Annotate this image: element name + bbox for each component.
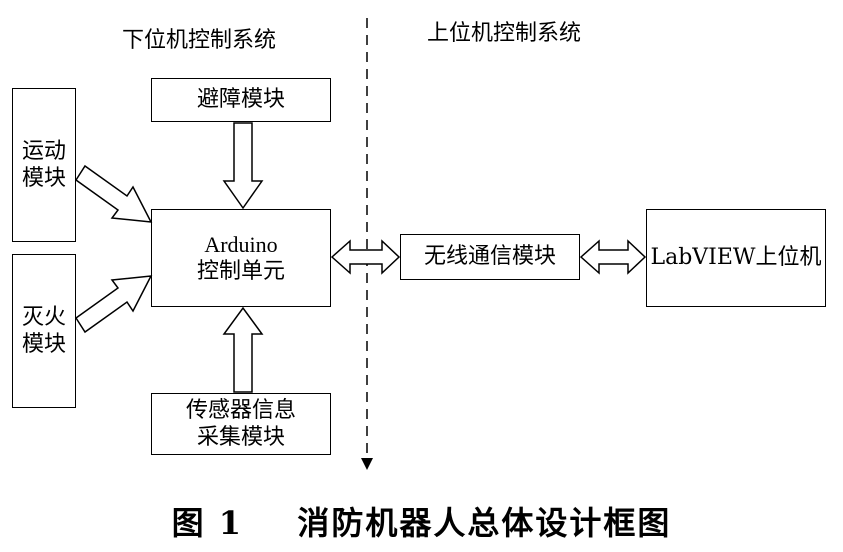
arrow-obstacle-to-arduino — [222, 122, 264, 210]
sensor-label-line2: 采集模块 — [196, 425, 285, 450]
upper-system-label: 上位机控制系统 — [427, 21, 582, 46]
arduino-label-line1: Arduino — [204, 231, 278, 257]
sensor-label-line1: 传感器信息 — [185, 397, 296, 423]
motion-module-label-line2: 模块 — [21, 166, 66, 191]
figure-caption: 图 1 消防机器人总体设计框图 — [0, 498, 843, 544]
figure-number: 图 1 — [171, 504, 244, 542]
fire-module-label-line2: 模块 — [21, 332, 66, 357]
labview-label: LabVIEW上位机 — [650, 245, 822, 271]
arrow-fire-to-arduino — [74, 275, 153, 334]
arrow-arduino-wireless-bidirectional — [330, 239, 401, 275]
figure-title: 消防机器人总体设计框图 — [297, 504, 672, 542]
arduino-label-line2: 控制单元 — [196, 259, 285, 284]
motion-module-label-line1: 运动 — [21, 138, 66, 164]
arrow-wireless-labview-bidirectional — [579, 239, 647, 275]
arduino-control-unit: Arduino 控制单元 — [151, 209, 331, 307]
lower-system-label: 下位机控制系统 — [122, 28, 277, 53]
fire-module-label-line1: 灭火 — [21, 304, 66, 330]
obstacle-avoidance-module: 避障模块 — [151, 78, 331, 122]
wireless-communication-module: 无线通信模块 — [400, 234, 580, 280]
fire-extinguish-module: 灭火 模块 — [12, 254, 76, 408]
labview-host: LabVIEW上位机 — [646, 209, 826, 307]
sensor-acquisition-module: 传感器信息 采集模块 — [151, 393, 331, 455]
motion-module: 运动 模块 — [12, 88, 76, 242]
divider-arrowhead — [361, 458, 373, 470]
arrow-sensor-to-arduino — [222, 306, 264, 393]
obstacle-module-label: 避障模块 — [196, 87, 285, 113]
wireless-module-label: 无线通信模块 — [423, 244, 556, 270]
arrow-motion-to-arduino — [74, 164, 153, 223]
